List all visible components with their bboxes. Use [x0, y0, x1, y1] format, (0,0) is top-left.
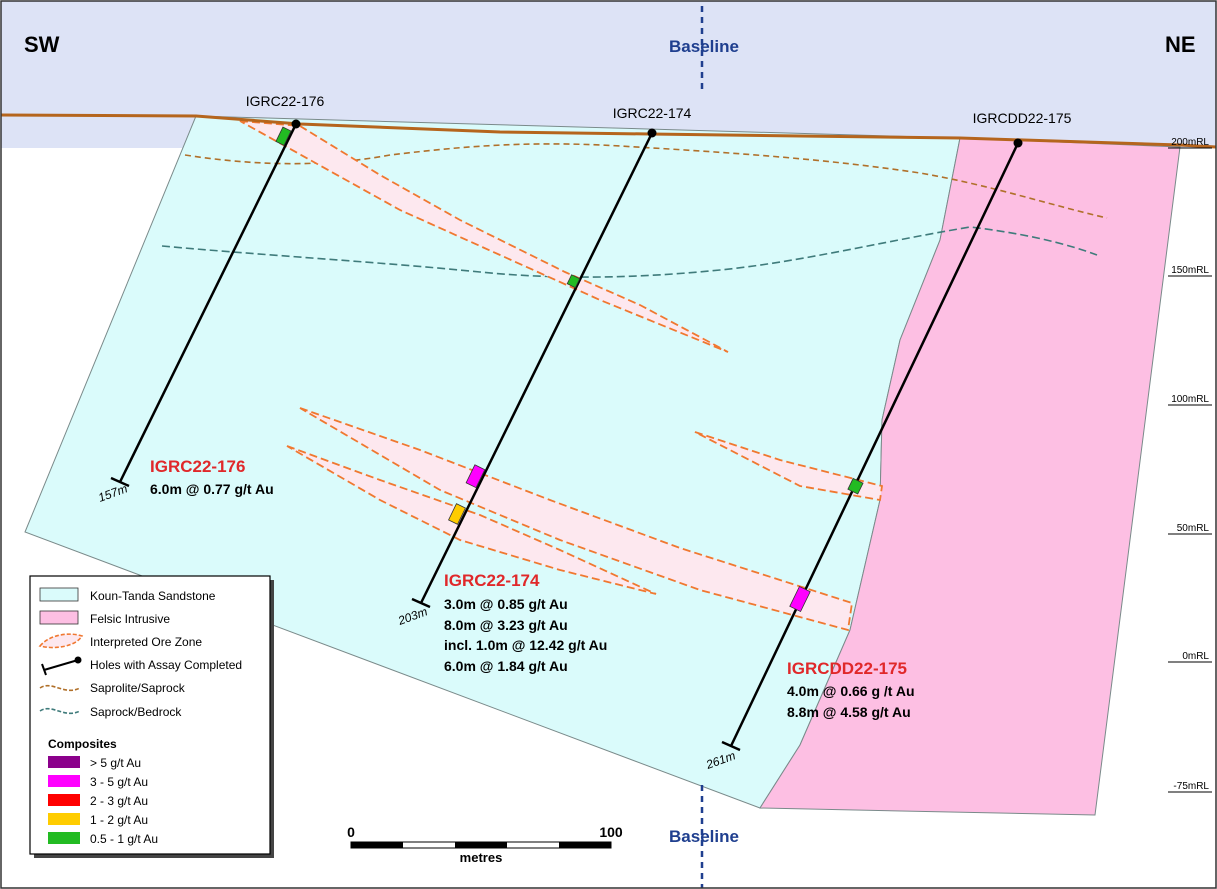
felsic-intrusive-body	[759, 137, 1181, 816]
elevation-label: 50mRL	[1177, 523, 1210, 534]
ore-zone-right	[694, 431, 884, 502]
drill-trace	[729, 142, 1020, 747]
elevation-axis: 200mRL 150mRL 100mRL 50mRL 0mRL -75mRL	[1168, 137, 1212, 793]
legend-label: Koun-Tanda Sandstone	[90, 589, 216, 603]
composite-interval-yellow	[448, 503, 466, 525]
drill-trace	[118, 123, 298, 483]
scale-bar-segment	[559, 842, 611, 848]
composite-label: > 5 g/t Au	[90, 756, 141, 770]
drill-hole-igrc22-176: IGRC22-176 157m	[96, 93, 324, 505]
hole-label: IGRCDD22-175	[973, 110, 1072, 126]
drill-hole-icon	[43, 659, 79, 671]
collar-marker	[291, 119, 301, 129]
composite-intervals	[275, 126, 864, 613]
intercept-line: incl. 1.0m @ 12.42 g/t Au	[444, 637, 607, 653]
composite-label: 1 - 2 g/t Au	[90, 813, 148, 827]
sandstone-swatch	[39, 587, 79, 602]
intercept-title: IGRCDD22-175	[787, 659, 907, 678]
drill-hole-icon-collar	[74, 656, 82, 664]
intercept-line: 4.0m @ 0.66 g /t Au	[787, 683, 915, 699]
hole-label: IGRC22-176	[246, 93, 325, 109]
intercept-title: IGRC22-176	[150, 457, 245, 476]
composites-title: Composites	[48, 737, 117, 751]
ore-zones	[239, 120, 884, 632]
felsic-swatch	[39, 610, 79, 625]
composite-swatch-0.5-1	[48, 832, 80, 844]
elevation-label: -75mRL	[1173, 781, 1209, 792]
legend: Koun-Tanda Sandstone Felsic Intrusive In…	[29, 575, 274, 858]
composite-swatch-1-2	[48, 813, 80, 825]
legend-label: Saprolite/Saprock	[90, 681, 186, 695]
scale-bar-start: 0	[347, 824, 355, 840]
orientation-right: NE	[1165, 32, 1196, 57]
elevation-label: 200mRL	[1171, 137, 1209, 148]
scale-bar-unit: metres	[460, 850, 503, 865]
scale-bar-end: 100	[599, 824, 623, 840]
intercept-line: 6.0m @ 0.77 g/t Au	[150, 481, 274, 497]
composite-interval-magenta	[789, 585, 811, 613]
drill-trace	[419, 132, 654, 604]
intercept-igrc22-174: IGRC22-174 3.0m @ 0.85 g/t Au 8.0m @ 3.2…	[444, 571, 607, 674]
elevation-label: 0mRL	[1182, 651, 1209, 662]
elevation-label: 100mRL	[1171, 394, 1209, 405]
composite-interval-green	[566, 274, 581, 289]
baseline-label-bottom: Baseline	[669, 827, 739, 846]
bedrock-line-icon	[39, 707, 81, 715]
hole-end-cap	[721, 740, 741, 752]
scale-bar: 0 100 metres	[347, 824, 623, 865]
composite-label: 3 - 5 g/t Au	[90, 775, 148, 789]
intercept-igrc22-176: IGRC22-176 6.0m @ 0.77 g/t Au	[150, 457, 274, 497]
composite-interval-magenta	[465, 464, 486, 489]
collar-marker	[1013, 138, 1023, 148]
intercept-line: 6.0m @ 1.84 g/t Au	[444, 658, 568, 674]
scale-bar-segment	[351, 842, 403, 848]
composite-label: 0.5 - 1 g/t Au	[90, 832, 158, 846]
composite-interval-green	[847, 477, 864, 495]
composite-swatch-gt5	[48, 756, 80, 768]
elevation-label: 150mRL	[1171, 265, 1209, 276]
collar-marker	[647, 128, 657, 138]
composite-swatch-3-5	[48, 775, 80, 787]
ore-zone-upper	[239, 120, 729, 353]
intercept-line: 8.0m @ 3.23 g/t Au	[444, 617, 568, 633]
legend-label: Interpreted Ore Zone	[90, 635, 202, 649]
scale-bar-segment	[455, 842, 507, 848]
composite-swatch-2-3	[48, 794, 80, 806]
intercept-line: 3.0m @ 0.85 g/t Au	[444, 596, 568, 612]
ore-zone-middle-lower	[286, 445, 657, 595]
hole-label: IGRC22-174	[613, 105, 692, 121]
saprolite-boundary	[184, 143, 1108, 219]
intercept-igrcdd22-175: IGRCDD22-175 4.0m @ 0.66 g /t Au 8.8m @ …	[787, 659, 915, 720]
intercept-title: IGRC22-174	[444, 571, 540, 590]
legend-label: Holes with Assay Completed	[90, 658, 242, 672]
baseline-label-top: Baseline	[669, 37, 739, 56]
ore-zone-icon	[38, 633, 84, 649]
legend-label: Saprock/Bedrock	[90, 705, 182, 719]
hole-end-cap	[411, 597, 431, 609]
composite-interval-green	[275, 126, 292, 146]
saprolite-line-icon	[39, 684, 81, 692]
legend-label: Felsic Intrusive	[90, 612, 170, 626]
orientation-left: SW	[24, 32, 60, 57]
intercept-line: 8.8m @ 4.58 g/t Au	[787, 704, 911, 720]
hole-end-cap	[110, 476, 130, 488]
composite-label: 2 - 3 g/t Au	[90, 794, 148, 808]
bedrock-boundary	[161, 226, 1098, 278]
drill-hole-icon-cap	[41, 663, 47, 676]
